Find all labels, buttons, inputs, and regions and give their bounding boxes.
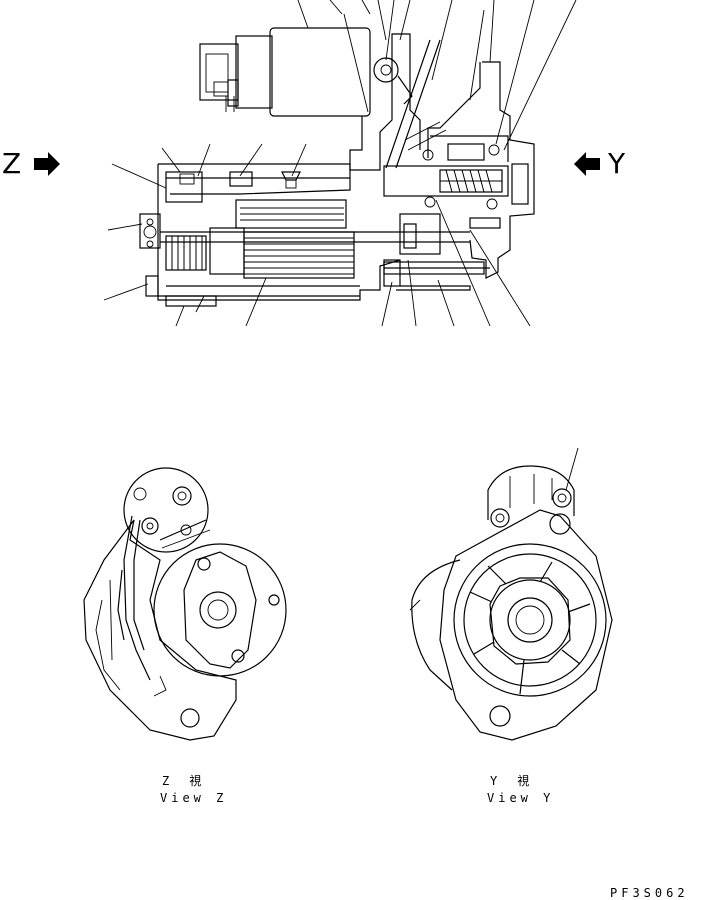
- view-y-caption-en: View Y: [487, 791, 555, 805]
- view-y-caption-ja: Y 視: [490, 774, 534, 788]
- view-z-caption-en: View Z: [160, 791, 228, 805]
- arrow-left-icon: [574, 152, 600, 176]
- view-z-arrow-label: Z: [2, 147, 22, 180]
- figure-code: PF3S062: [610, 886, 689, 900]
- view-y-drawing: [409, 447, 613, 741]
- arrow-right-icon: [34, 152, 60, 176]
- starter-motor-cross-section: [103, 0, 577, 327]
- view-y-arrow-label: Y: [608, 147, 626, 180]
- view-z-caption-ja: Z 視: [162, 774, 206, 788]
- view-z-drawing: [83, 467, 287, 741]
